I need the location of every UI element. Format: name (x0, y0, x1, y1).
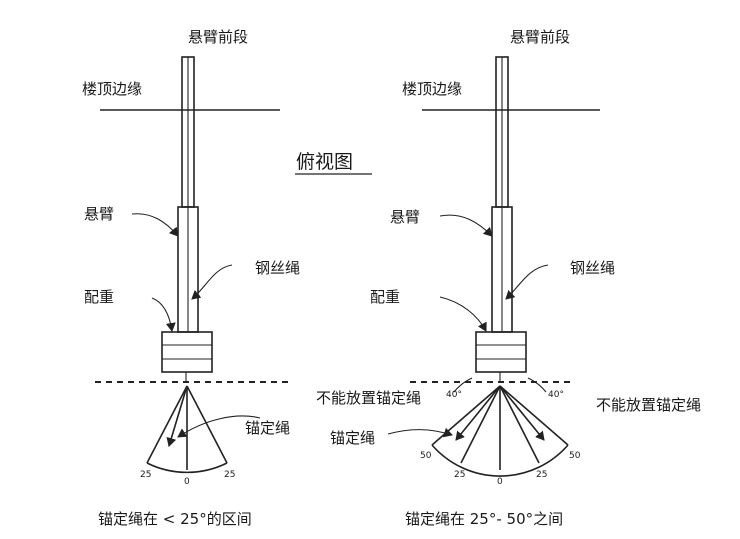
right-fan-arc (431, 444, 569, 477)
left-tick-left: 25 (140, 470, 151, 480)
right-tick-far-right: 50 (569, 451, 581, 461)
left-cable-label: 钢丝绳 (255, 259, 300, 277)
left-anchor-rope (166, 385, 188, 447)
right-arm-arrow (439, 214, 493, 237)
right-anchor-label: 锚定绳 (330, 429, 375, 447)
right-caption: 锚定绳在 25°- 50°之间 (405, 510, 563, 528)
right-tick-right: 25 (536, 470, 547, 480)
left-panel: 悬臂前段 楼顶边缘 悬臂 钢丝绳 配重 25 0 25 锚定绳 锚定 (82, 28, 300, 528)
left-fan-ray-right (186, 385, 228, 464)
right-roof-edge-label: 楼顶边缘 (402, 80, 462, 98)
left-fan-arc (146, 462, 228, 474)
right-tick-far-left: 50 (420, 451, 432, 461)
right-angle-arc-left (453, 377, 473, 393)
right-fan-ray-25-right (499, 385, 540, 464)
left-counterweight-block (161, 331, 213, 373)
left-arm-label: 悬臂 (84, 205, 114, 223)
right-angle-right: 40° (548, 390, 564, 400)
left-counterweight-arrow (151, 297, 176, 332)
right-top-label: 悬臂前段 (510, 28, 570, 46)
left-tick-right: 25 (224, 470, 235, 480)
right-angle-arc-right (527, 377, 547, 393)
left-fan-ray-left (146, 385, 188, 464)
right-tick-center: 0 (497, 477, 503, 487)
left-anchor-arrow (177, 415, 261, 438)
left-arm-arrow (131, 213, 179, 237)
left-top-label: 悬臂前段 (188, 28, 248, 46)
left-caption: 锚定绳在 < 25°的区间 (98, 510, 252, 528)
left-counterweight-label: 配重 (84, 288, 114, 306)
left-roof-edge-label: 楼顶边缘 (82, 80, 142, 98)
right-counterweight-block (475, 331, 527, 373)
right-fan-ray-25-left (460, 385, 501, 464)
right-cable-arrow (505, 264, 549, 300)
view-title: 俯视图 (296, 151, 353, 173)
right-counterweight-arrow (439, 296, 487, 332)
right-cable-label: 钢丝绳 (570, 259, 615, 277)
right-angle-left: 40° (446, 390, 462, 400)
right-anchor-rope-left (455, 385, 501, 441)
right-arm-label: 悬臂 (390, 208, 420, 226)
left-tick-center: 0 (184, 477, 190, 487)
left-cable-arrow (191, 264, 233, 300)
left-anchor-label: 锚定绳 (245, 419, 290, 437)
right-no-place-right-label: 不能放置锚定绳 (596, 396, 701, 414)
right-no-place-left-label: 不能放置锚定绳 (316, 389, 421, 407)
right-counterweight-label: 配重 (370, 288, 400, 306)
right-anchor-rope-right (499, 385, 545, 441)
right-fan-ray-50-left (431, 385, 501, 446)
right-anchor-arrow (387, 427, 453, 438)
right-fan-ray-50-right (499, 385, 569, 446)
right-tick-left: 25 (454, 470, 465, 480)
right-panel: 悬臂前段 楼顶边缘 悬臂 钢丝绳 配重 40° 40° 50 (316, 28, 701, 528)
